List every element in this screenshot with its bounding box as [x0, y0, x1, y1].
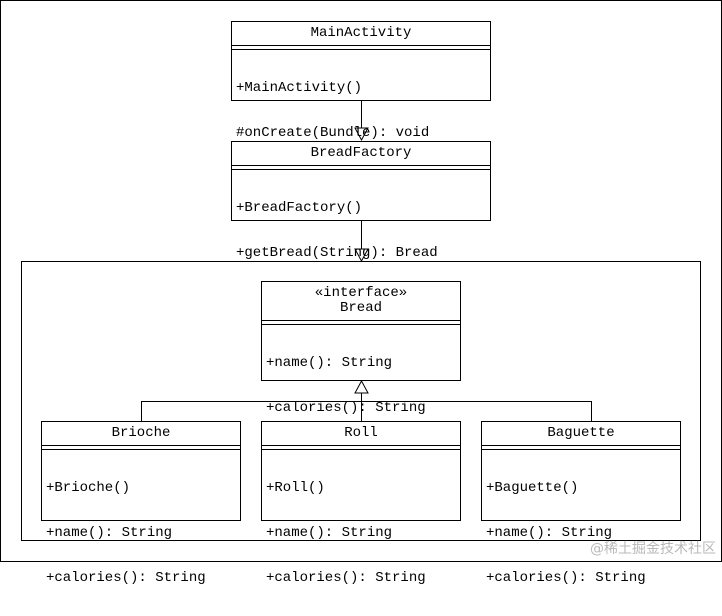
operation: +BreadFactory()	[236, 200, 363, 216]
attribute-compartment	[232, 165, 490, 170]
class-name: MainActivity	[310, 25, 412, 41]
operation: +name(): String	[266, 355, 393, 371]
breadfactory-to-package-arrowhead	[354, 248, 369, 263]
operation-compartment: +Baguette() +name(): String +calories():…	[482, 450, 680, 616]
class-name: Roll	[344, 425, 378, 441]
interface-bread: «interface» Bread +name(): String +calor…	[261, 281, 461, 416]
mainactivity-to-breadfactory-arrowhead	[354, 127, 369, 142]
attribute-compartment	[482, 445, 680, 450]
class-name: Bread	[339, 300, 382, 316]
operation-compartment: +BreadFactory() +getBread(String): Bread	[232, 170, 490, 291]
operation: +calories(): String	[266, 570, 426, 586]
stereotype-label: «interface»	[314, 285, 408, 301]
operation: +calories(): String	[46, 570, 206, 586]
class-name: Brioche	[111, 425, 171, 441]
operation-compartment: +name(): String +calories(): String	[262, 325, 460, 446]
operation: +name(): String	[486, 525, 613, 541]
operation: +Roll()	[266, 480, 325, 496]
operation: +calories(): String	[266, 400, 426, 416]
watermark-text: @稀土掘金技术社区	[590, 541, 716, 557]
attribute-compartment	[262, 445, 460, 450]
operation: +name(): String	[266, 525, 393, 541]
operation: #onCreate(Bundle): void	[236, 125, 430, 141]
class-name: Baguette	[547, 425, 615, 441]
attribute-compartment	[232, 45, 490, 50]
connector-layer	[141, 100, 592, 421]
operation: +Baguette()	[486, 480, 579, 496]
class-roll: Roll +Roll() +name(): String +calories()…	[261, 421, 461, 586]
operation: +name(): String	[46, 525, 173, 541]
attribute-compartment	[262, 320, 460, 325]
class-name: BreadFactory	[310, 145, 412, 161]
operation: +getBread(String): Bread	[236, 245, 438, 261]
class-brioche: Brioche +Brioche() +name(): String +calo…	[41, 421, 241, 586]
class-breadfactory: BreadFactory +BreadFactory() +getBread(S…	[231, 141, 491, 261]
class-baguette: Baguette +Baguette() +name(): String +ca…	[481, 421, 681, 586]
bread-package	[21, 261, 701, 541]
operation: +calories(): String	[486, 570, 646, 586]
operation: +MainActivity()	[236, 80, 363, 96]
operation-compartment: +Brioche() +name(): String +calories(): …	[42, 450, 240, 616]
interface-header: «interface» Bread	[262, 282, 460, 320]
operation-compartment: +Roll() +name(): String +calories(): Str…	[262, 450, 460, 616]
class-mainactivity: MainActivity +MainActivity() #onCreate(B…	[231, 21, 491, 141]
attribute-compartment	[42, 445, 240, 450]
operation: +Brioche()	[46, 480, 131, 496]
operation-compartment: +MainActivity() #onCreate(Bundle): void	[232, 50, 490, 171]
